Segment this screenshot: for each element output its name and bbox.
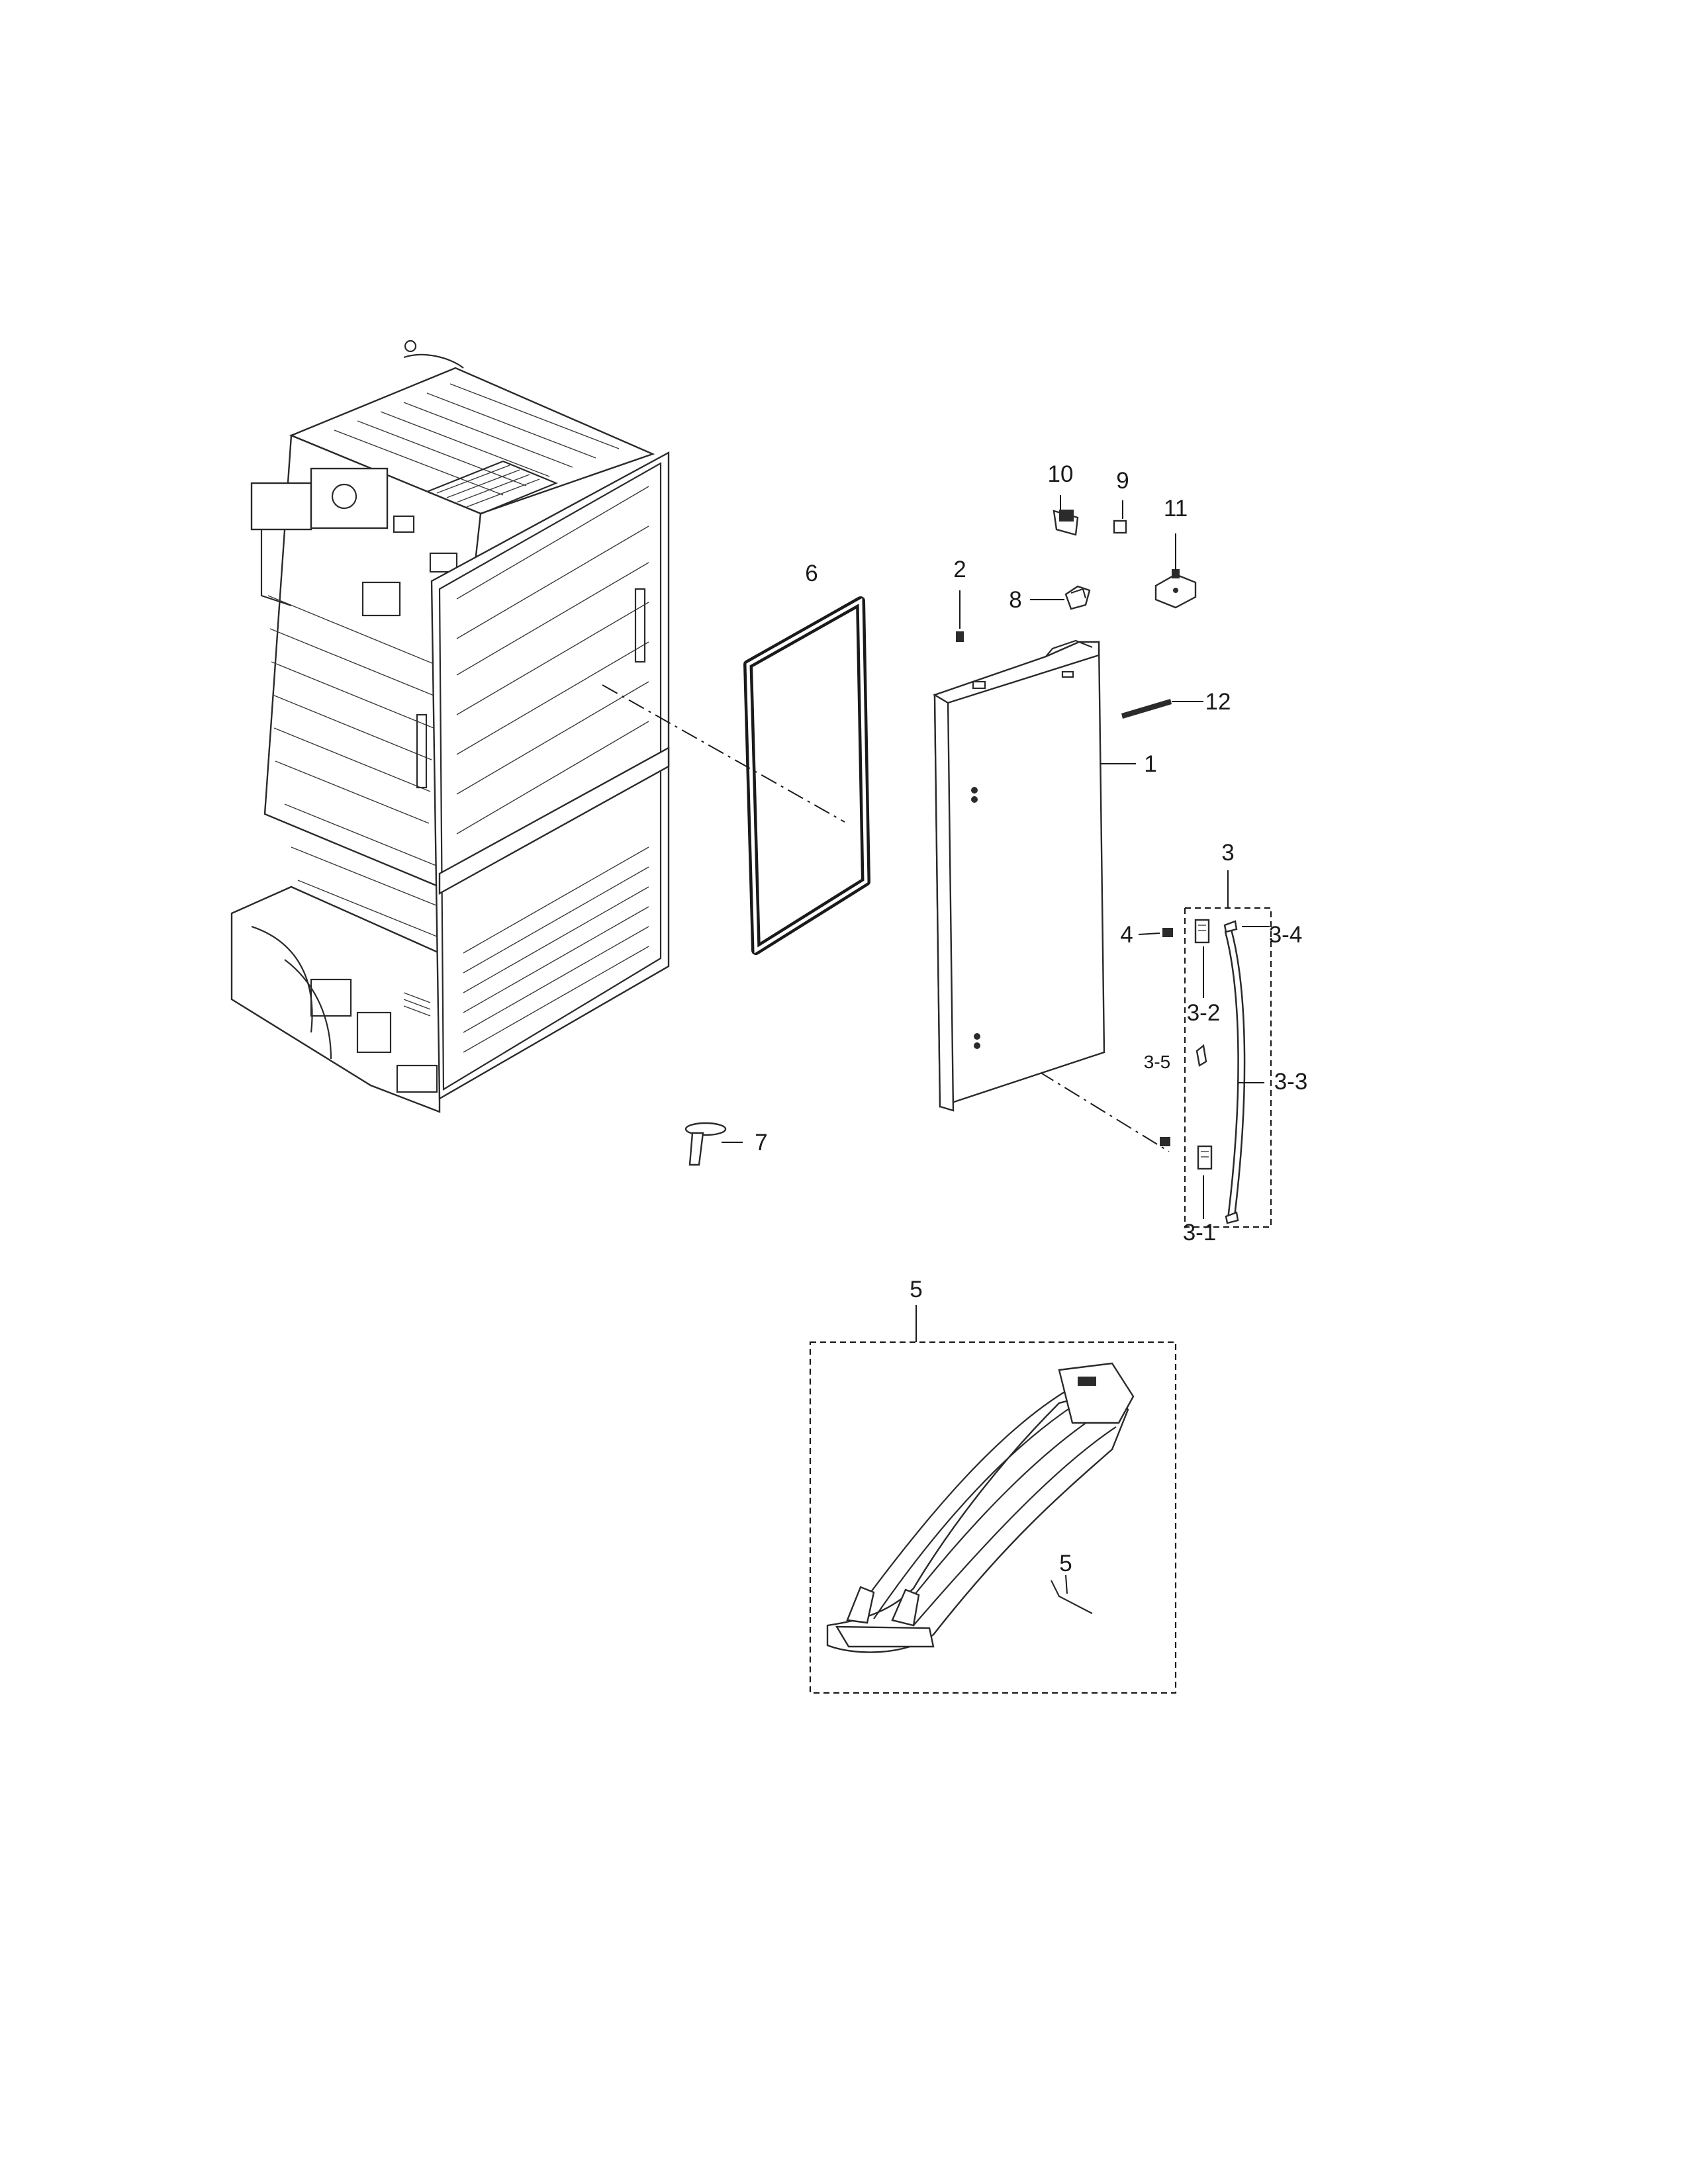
- hinge-cover: [1053, 510, 1079, 536]
- callout-7: 7: [755, 1130, 767, 1156]
- callout-3-5: 3-5: [1144, 1052, 1170, 1072]
- door-stop-screw: [1160, 928, 1173, 1146]
- hinge-bracket: [1154, 569, 1197, 609]
- callout-3-4: 3-4: [1269, 922, 1303, 948]
- refrigerator-cabinet: [230, 340, 670, 1113]
- callout-4: 4: [1120, 922, 1133, 948]
- compressor-assembly: [250, 340, 464, 617]
- callout-10: 10: [1048, 461, 1074, 487]
- callout-3-2: 3-2: [1187, 1000, 1221, 1026]
- refrigerator-door: [933, 639, 1105, 1112]
- handle-kit: [809, 1341, 1177, 1694]
- callout-5-wrench: 5: [1059, 1551, 1072, 1576]
- alignment-line: [602, 684, 845, 823]
- callout-2: 2: [953, 557, 966, 582]
- leader-lines: [722, 495, 1270, 1594]
- nameplate: [1121, 699, 1172, 719]
- handle-assembly: [1184, 907, 1272, 1228]
- machine-compartment: [230, 886, 441, 1113]
- door-gasket: [743, 596, 870, 955]
- callout-12: 12: [1205, 689, 1231, 715]
- callout-3-3: 3-3: [1274, 1069, 1308, 1095]
- callout-11: 11: [1164, 496, 1188, 522]
- callout-labels: 10 9 11 2 6 8 12 1 3 4 3-4 3-2 3-5 3-3 7…: [755, 461, 1307, 1576]
- callout-1: 1: [1144, 751, 1156, 777]
- callout-3: 3: [1221, 840, 1234, 866]
- callout-6: 6: [805, 561, 818, 586]
- leg-screw: [684, 1122, 727, 1166]
- callout-5-kit: 5: [910, 1277, 922, 1302]
- hinge-pin: [956, 631, 964, 642]
- callout-8: 8: [1009, 587, 1021, 613]
- callout-9: 9: [1116, 468, 1129, 494]
- callout-3-1: 3-1: [1183, 1220, 1217, 1246]
- cap-piece: [1113, 520, 1127, 534]
- hinge-cap: [1064, 585, 1091, 610]
